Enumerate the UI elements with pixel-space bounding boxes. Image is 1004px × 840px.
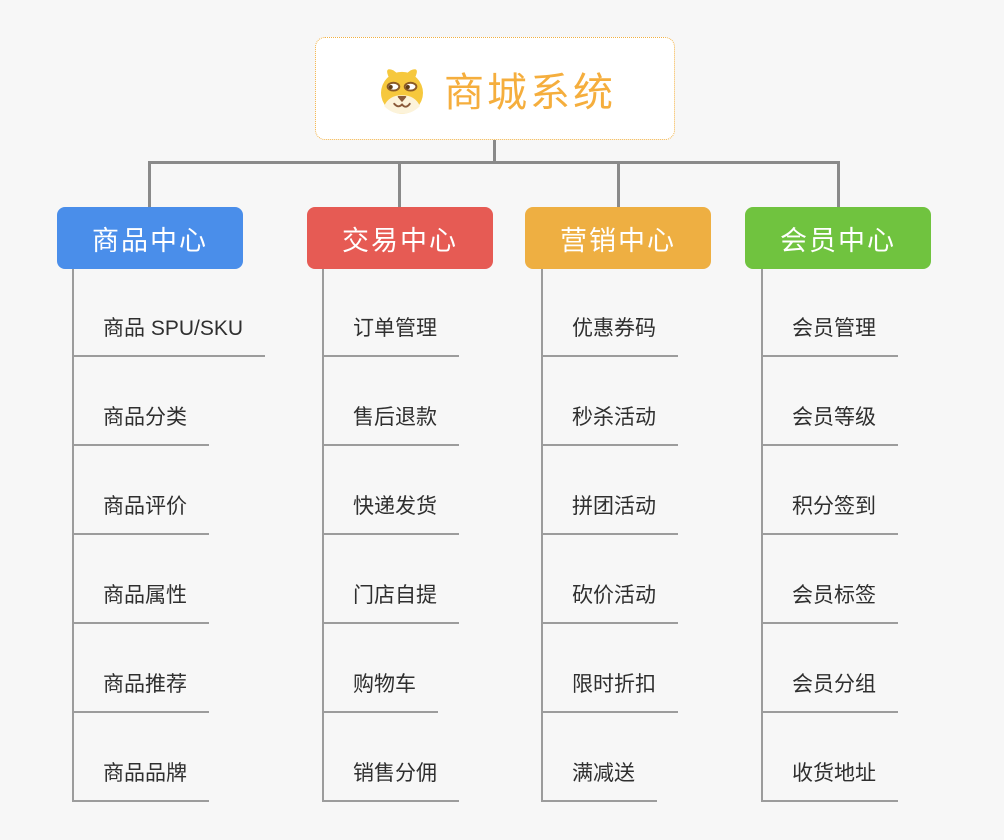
subtopic-node[interactable]: 售后退款	[322, 401, 459, 446]
root-topic-title: 商城系统	[444, 70, 616, 115]
subtopic-node[interactable]: 积分签到	[761, 490, 898, 535]
subtopic-node[interactable]: 会员分组	[761, 668, 898, 713]
subtopic-node[interactable]: 拼团活动	[541, 490, 678, 535]
connector-line	[398, 161, 401, 208]
subtopic-node[interactable]: 商品品牌	[72, 757, 209, 802]
subtopic-node[interactable]: 限时折扣	[541, 668, 678, 713]
subtopic-node[interactable]: 快递发货	[322, 490, 459, 535]
branch-trunk-line	[541, 269, 543, 802]
branch-label: 会员中心	[780, 225, 896, 256]
subtopic-node[interactable]: 门店自提	[322, 579, 459, 624]
subtopic-node[interactable]: 商品 SPU/SKU	[72, 312, 266, 357]
subtopic-node[interactable]: 秒杀活动	[541, 401, 678, 446]
subtopic-node[interactable]: 销售分佣	[322, 757, 459, 802]
connector-line	[493, 140, 496, 163]
subtopic-node[interactable]: 会员标签	[761, 579, 898, 624]
subtopic-node[interactable]: 商品属性	[72, 579, 209, 624]
branch-node-product-center[interactable]: 商品中心	[57, 207, 243, 269]
branch-node-member-center[interactable]: 会员中心	[745, 207, 931, 269]
branch-label: 商品中心	[92, 225, 208, 256]
subtopic-node[interactable]: 购物车	[322, 668, 438, 713]
subtopic-node[interactable]: 会员等级	[761, 401, 898, 446]
connector-line	[148, 161, 151, 208]
connector-line	[148, 161, 840, 164]
branch-label: 交易中心	[342, 225, 458, 256]
subtopic-node[interactable]: 会员管理	[761, 312, 898, 357]
connector-line	[837, 161, 840, 208]
subtopic-node[interactable]: 商品推荐	[72, 668, 209, 713]
branch-trunk-line	[761, 269, 763, 802]
subtopic-node[interactable]: 商品分类	[72, 401, 209, 446]
root-topic-node[interactable]: 商城系统	[315, 37, 675, 140]
shiba-dog-icon	[374, 61, 430, 117]
branch-trunk-line	[322, 269, 324, 802]
subtopic-node[interactable]: 收货地址	[761, 757, 898, 802]
branch-label: 营销中心	[560, 225, 676, 256]
branch-trunk-line	[72, 269, 74, 802]
subtopic-node[interactable]: 商品评价	[72, 490, 209, 535]
subtopic-node[interactable]: 订单管理	[322, 312, 459, 357]
branch-node-trade-center[interactable]: 交易中心	[307, 207, 493, 269]
branch-node-marketing-center[interactable]: 营销中心	[525, 207, 711, 269]
subtopic-node[interactable]: 砍价活动	[541, 579, 678, 624]
subtopic-node[interactable]: 优惠券码	[541, 312, 678, 357]
connector-line	[617, 161, 620, 208]
subtopic-node[interactable]: 满减送	[541, 757, 657, 802]
